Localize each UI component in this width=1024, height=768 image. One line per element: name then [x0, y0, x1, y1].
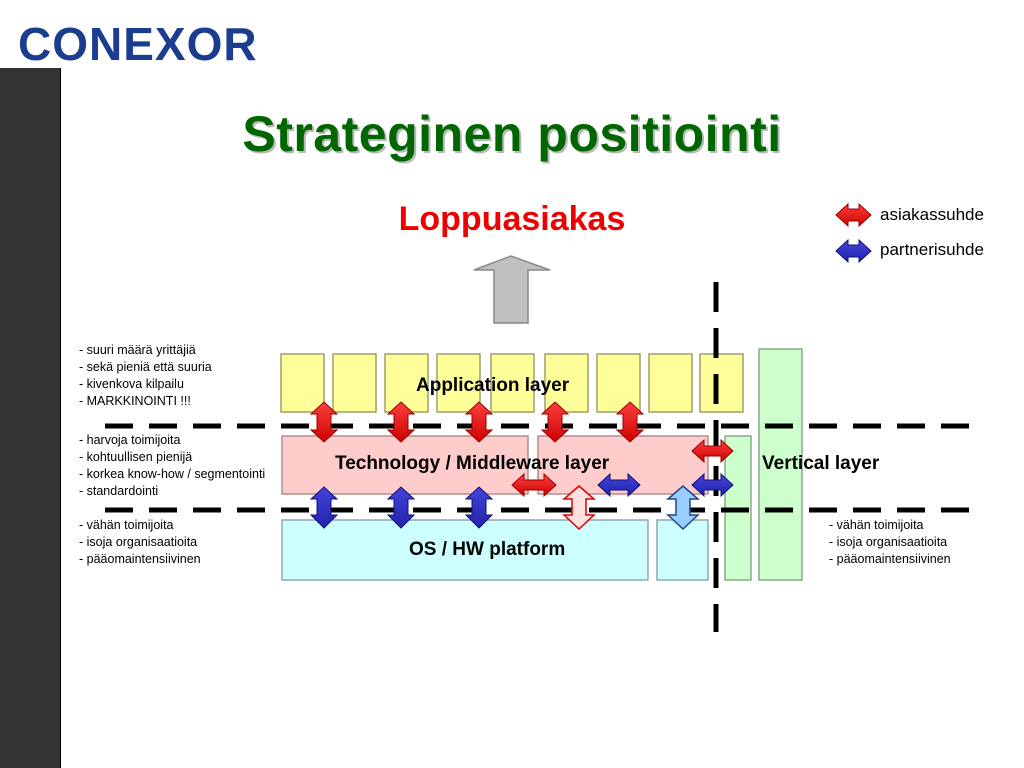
note-line: - kivenkova kilpailu [79, 377, 184, 391]
application-notes: - suuri määrä yrittäjiä - sekä pieniä et… [79, 342, 212, 410]
light-blue-updown-arrow-icon [665, 485, 701, 531]
red-leftright-arrow-icon [691, 438, 734, 464]
vertical-layer-label: Vertical layer [762, 453, 880, 474]
application-block [384, 353, 429, 413]
application-block [436, 353, 481, 413]
os-platform-label: OS / HW platform [409, 539, 566, 560]
note-line: - harvoja toimijoita [79, 433, 181, 447]
technology-layer-label: Technology / Middleware layer [335, 453, 610, 474]
partner-arrows-tech-os [309, 486, 494, 529]
blue-leftright-arrow-icon [597, 472, 641, 498]
note-line: - korkea know-how / segmentointi [79, 467, 266, 481]
note-line: - isoja organisaatioita [79, 535, 198, 549]
red-updown-arrow-icon [615, 401, 645, 443]
note-line: - MARKKINOINTI !!! [79, 394, 191, 408]
sidebar-bar [0, 68, 61, 768]
red-updown-arrow-icon [540, 401, 570, 443]
note-line: - pääomaintensiivinen [79, 552, 201, 566]
up-arrow-icon [473, 255, 551, 324]
page-title: Strateginen positiointi [242, 106, 782, 162]
vertical-notes: - vähän toimijoita - isoja organisaatioi… [829, 517, 951, 568]
blue-updown-arrow-icon [464, 486, 494, 529]
red-updown-arrow-icon [309, 401, 339, 443]
application-blocks [280, 353, 744, 413]
note-line: - vähän toimijoita [829, 518, 924, 532]
note-line: - suuri määrä yrittäjiä [79, 343, 196, 357]
application-block [544, 353, 589, 413]
application-block [280, 353, 325, 413]
note-line: - kohtuullisen pienijä [79, 450, 193, 464]
note-line: - vähän toimijoita [79, 518, 174, 532]
application-block [490, 353, 535, 413]
legend-customer-label: asiakassuhde [880, 205, 984, 224]
vertical-block [758, 348, 803, 581]
note-line: - pääomaintensiivinen [829, 552, 951, 566]
svg-text:CONEXOR: CONEXOR [18, 18, 258, 70]
legend-partner-label: partnerisuhde [880, 240, 984, 259]
legend-partner-arrow-icon [835, 238, 872, 264]
application-block [332, 353, 377, 413]
technology-notes: - harvoja toimijoita - kohtuullisen pien… [79, 432, 265, 500]
application-layer-label: Application layer [416, 375, 570, 396]
note-line: - sekä pieniä että suuria [79, 360, 212, 374]
customer-arrows-app-tech [309, 401, 645, 443]
os-notes: - vähän toimijoita - isoja organisaatioi… [79, 517, 201, 568]
application-block [596, 353, 641, 413]
blue-leftright-arrow-icon [691, 472, 734, 498]
red-updown-arrow-icon [464, 401, 494, 443]
note-line: - standardointi [79, 484, 159, 498]
red-updown-arrow-icon [386, 401, 416, 443]
red-leftright-arrow-icon [511, 472, 557, 498]
os-platform-block [281, 519, 649, 581]
application-block [699, 353, 744, 413]
conexor-logo: CONEXOR [18, 18, 328, 75]
end-customer-label: Loppuasiakas [398, 200, 626, 238]
legend-customer-arrow-icon [835, 202, 872, 228]
blue-updown-arrow-icon [309, 486, 339, 529]
note-line: - isoja organisaatioita [829, 535, 948, 549]
blue-updown-arrow-icon [386, 486, 416, 529]
application-block [648, 353, 693, 413]
light-red-updown-arrow-icon [561, 485, 597, 531]
